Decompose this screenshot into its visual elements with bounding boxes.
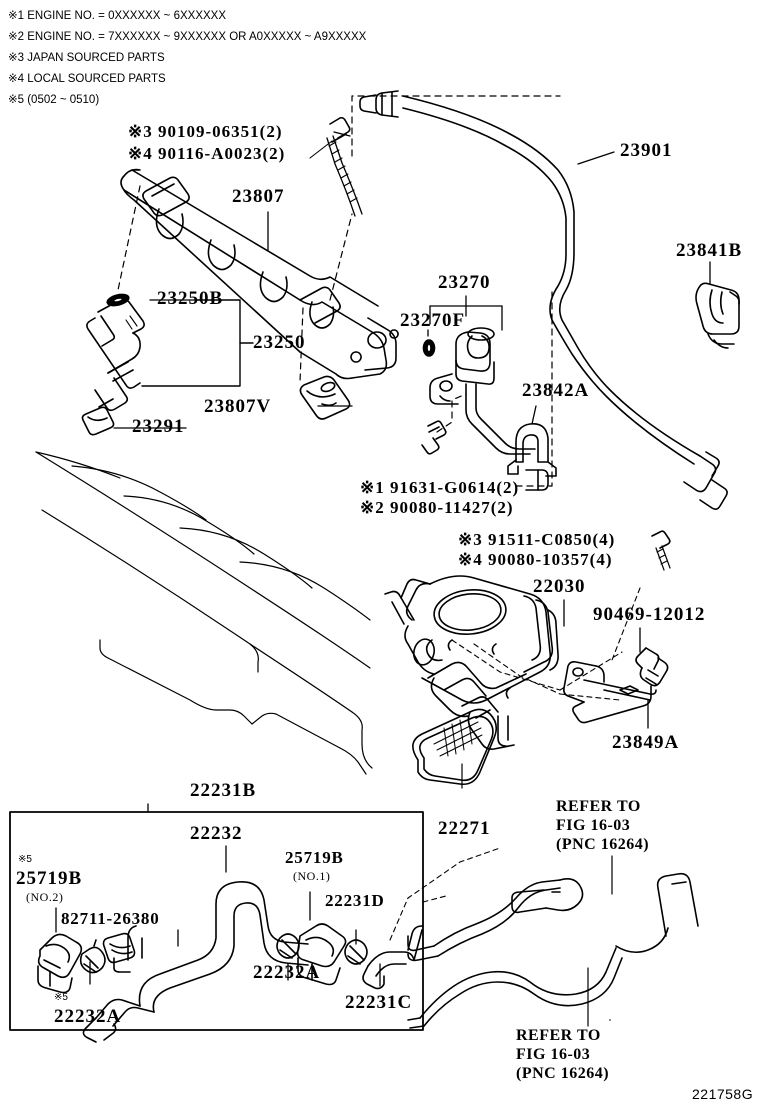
clamp-82711-drawing [102,932,136,973]
callout-clamp-25719b-no1: 25719B [285,848,344,867]
bracket-23250 [141,299,254,387]
oring-23250b-drawing [106,293,130,307]
clamp-25719b-no2-drawing [37,933,83,994]
legend-line-5: ※5 (0502 ~ 0510) [8,94,100,106]
legend-line-1: ※1 ENGINE NO. = 0XXXXXX ~ 6XXXXXX [8,10,227,22]
callout-bolt-90080-10357: ※4 90080-10357(4) [458,550,613,569]
vsv-23270-drawing [429,327,549,491]
legend-line-4: ※4 LOCAL SOURCED PARTS [8,73,166,85]
callout-clamp-25719b-no2-sub: (NO.2) [26,890,64,904]
callout-cap-23291: 23291 [132,416,185,437]
clamp-23842a-drawing [507,422,557,477]
bracket-23849a-drawing [563,661,657,724]
callout-gasket-22271: 22271 [438,818,491,839]
callout-clamp-25719b-no2: 25719B [16,868,83,889]
bolt-91511-drawing [651,530,671,571]
callout-hose-22232: 22232 [190,823,243,844]
insulator-23807v-drawing [299,375,351,420]
hose-22231b-drawing [127,925,143,961]
engine-cover-drawing [35,451,373,775]
callout-screw-90080-11427: ※2 90080-11427(2) [360,498,514,517]
refer-hose-lower-drawing [407,872,699,1029]
fuel-rail-drawing [120,168,399,380]
hose-22231c-drawing [362,925,423,990]
clamp-22232a-mid-drawing [276,933,300,959]
callout-oring-23270f: 23270F [400,310,466,331]
callout-clamp-22232a-mid: 22232A [253,962,321,983]
callout-clamp-22232a-left: 22232A [54,1006,122,1027]
clamp-22231d-drawing [344,939,368,965]
callout-bolt-91511: ※3 91511-C0850(4) [458,530,616,549]
figure-id: 221758G [692,1086,754,1102]
clamp-22232a-left-drawing [79,939,106,974]
callout-vsv-23270: 23270 [438,272,491,293]
callout-hose-22231d: 22231D [325,891,385,910]
refer-hose-upper-drawing [407,878,584,962]
callout-clip-23841b: 23841B [676,240,743,261]
gasket-22271-drawing [412,708,498,786]
callout-screw-91631: ※1 91631-G0614(2) [360,478,520,497]
callout-clamp-25719b-no1-sub: (NO.1) [293,869,331,883]
callout-injector-23250: 23250 [253,332,306,353]
grommet-90469-drawing [635,647,669,687]
hose-22232-drawing [82,881,309,1043]
refer-block-bottom: REFER TO FIG 16-03 (PNC 16264) [516,1027,610,1082]
refer-block-top: REFER TO FIG 16-03 (PNC 16264) [556,798,650,853]
screw-91631-drawing [421,420,447,455]
callout-hose-22231c: 22231C [345,992,413,1013]
callout-fuel-rail-23807: 23807 [232,186,285,207]
callout-bracket-23849a: 23849A [612,732,680,753]
callout-throttle-body-22030: 22030 [533,576,586,597]
callout-oring-23250b: 23250B [157,288,224,309]
callout-clamp-23842a: 23842A [522,380,590,401]
callout-grommet-90469: 90469-12012 [593,604,706,625]
fuel-hose-23901-drawing [359,90,728,510]
callout-bolt-90116: ※4 90116-A0023(2) [128,144,286,163]
legend-line-2: ※2 ENGINE NO. = 7XXXXXX ~ 9XXXXXX OR A0X… [8,31,367,43]
callout-clip-82711: 82711-26380 [61,909,160,928]
inset-leader [389,847,501,941]
callout-insulator-23807v: 23807V [204,396,272,417]
legend-line-3: ※3 JAPAN SOURCED PARTS [8,52,165,64]
mark-25719b-no2: ※5 [18,854,32,865]
clip-23841b-drawing [695,282,740,349]
mark-22232a-left: ※5 [54,992,68,1003]
throttle-body-drawing [384,575,559,750]
oring-23270f-glyph [422,339,436,357]
cap-23291-drawing [81,406,115,436]
clamp-25719b-no1-drawing [296,923,347,986]
rail-bolt-drawing [326,116,363,217]
injector-drawing [86,298,145,412]
callout-bolt-90109: ※3 90109-06351(2) [128,122,283,141]
callout-hose-23901: 23901 [620,140,673,161]
callout-hose-22231b: 22231B [190,780,257,801]
